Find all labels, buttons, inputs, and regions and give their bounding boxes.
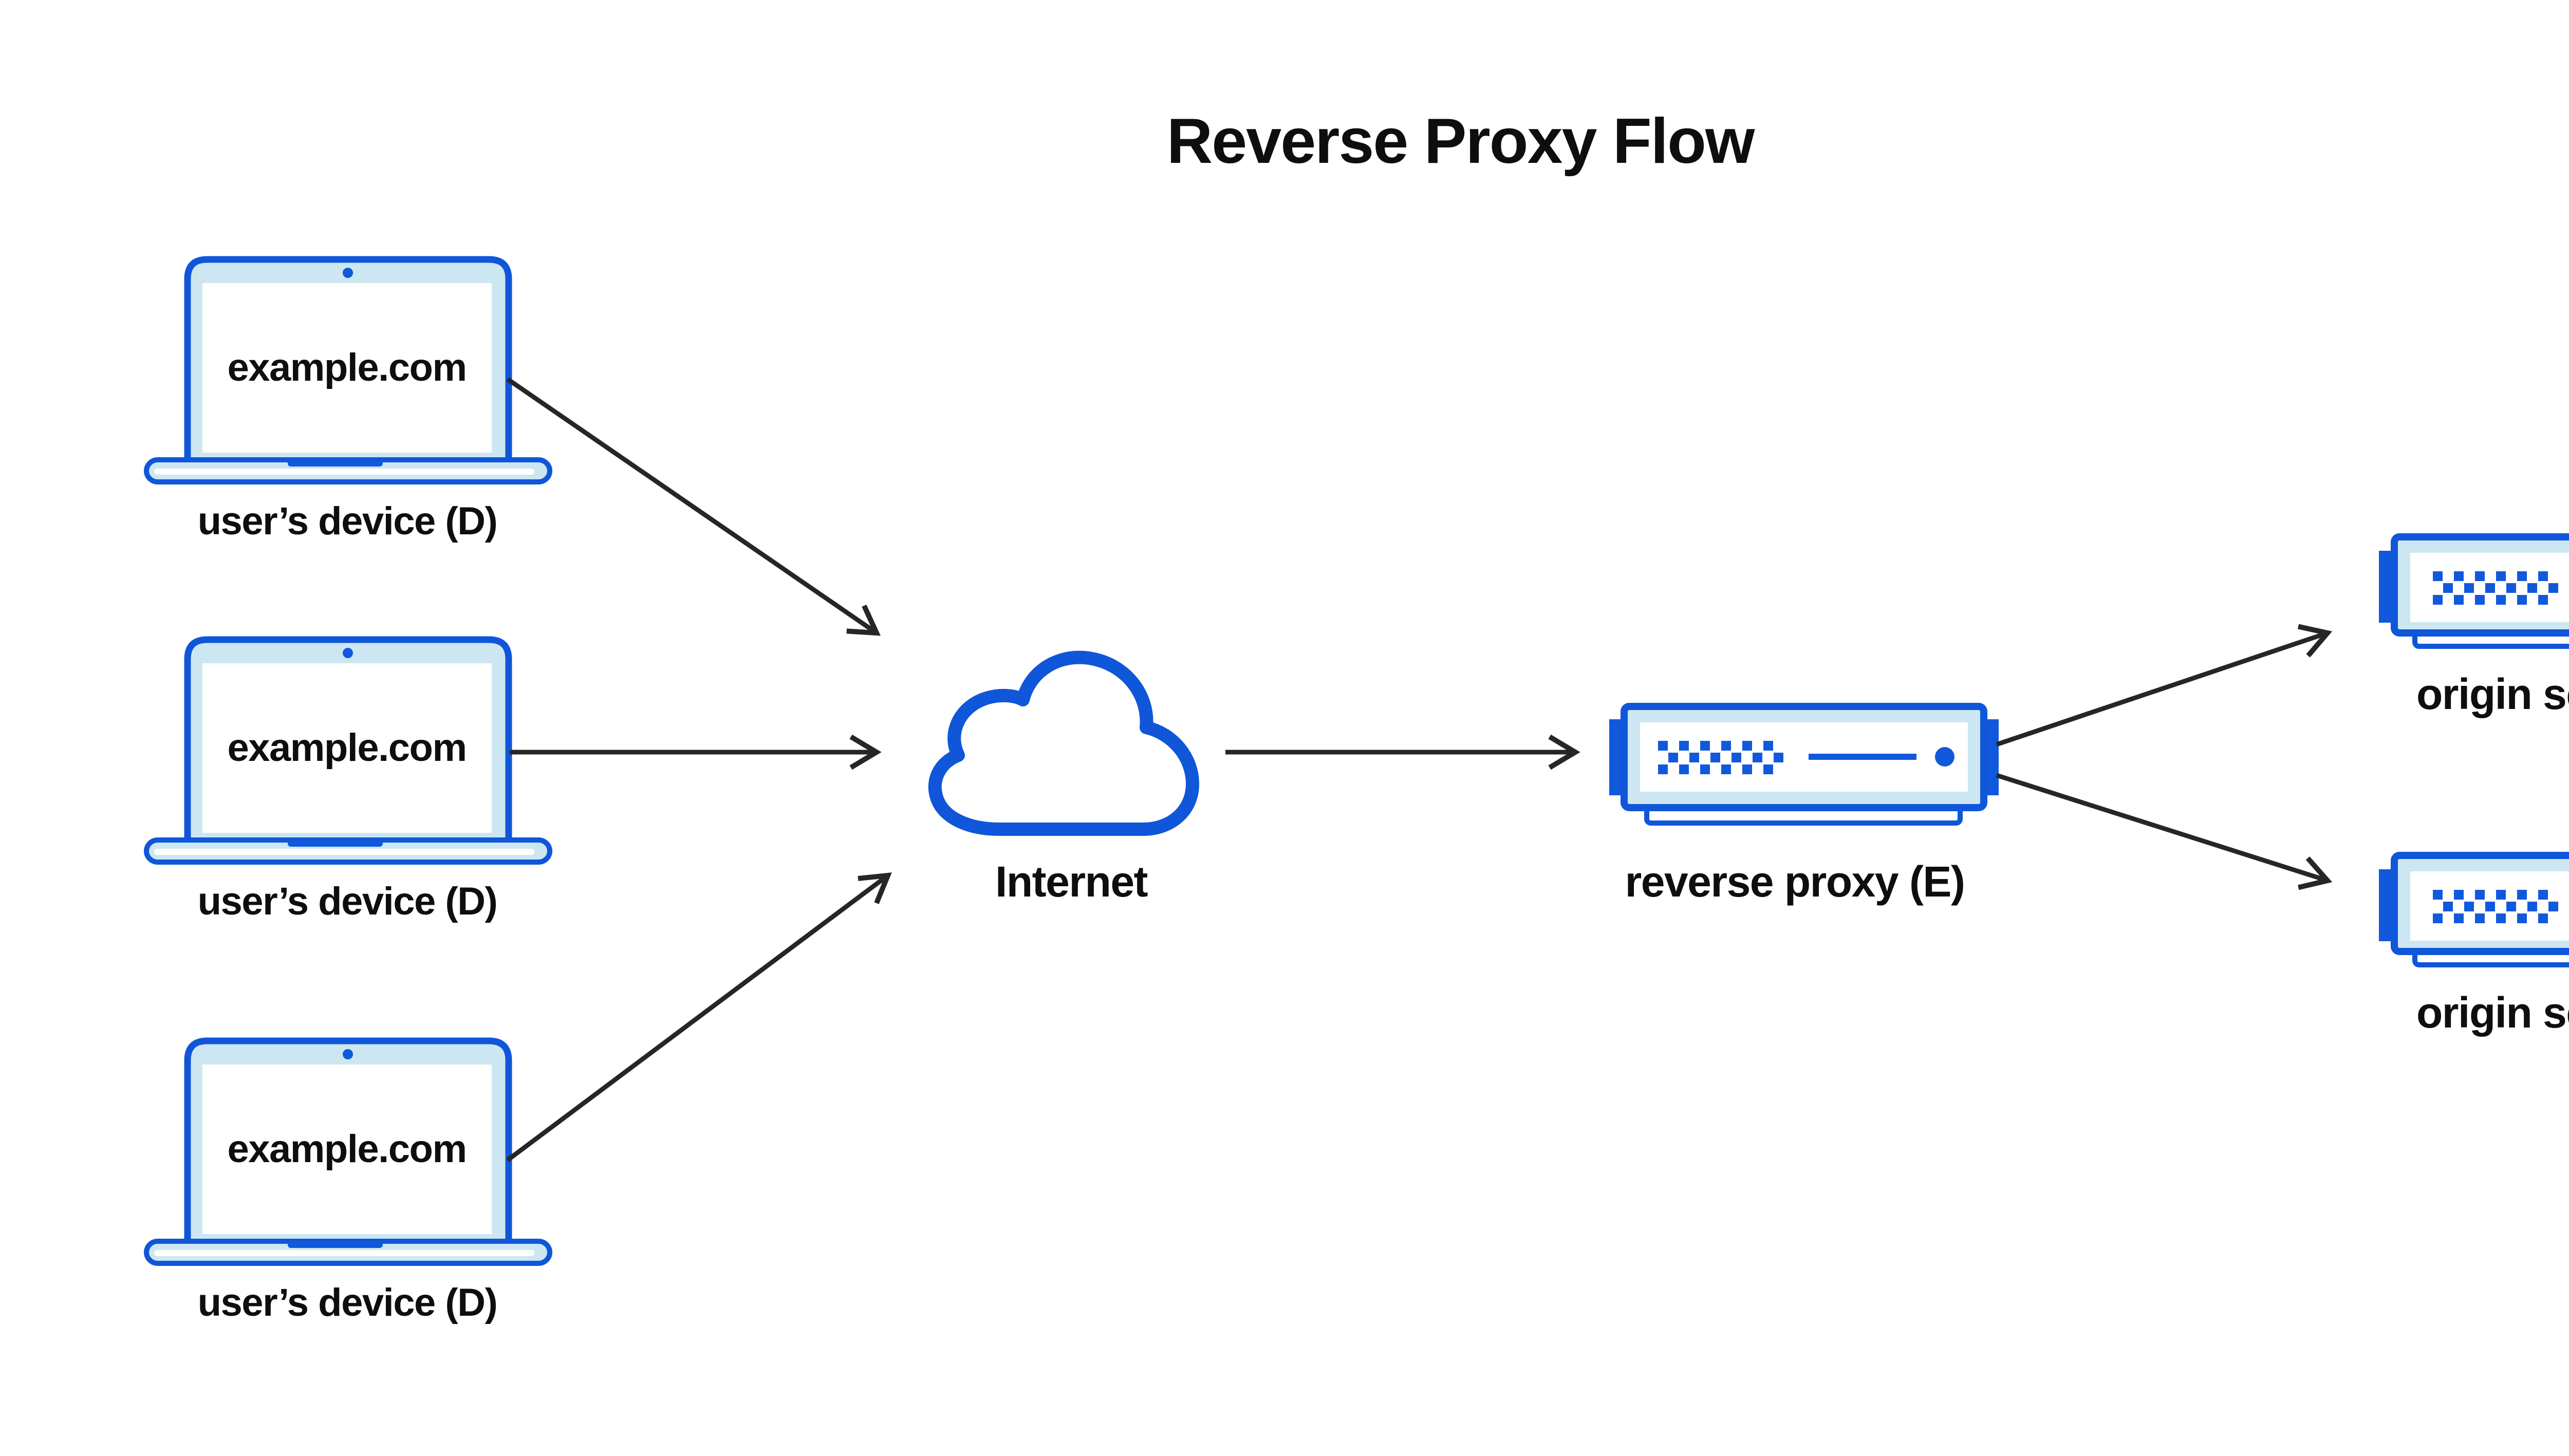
arrow-device3-to-internet	[506, 872, 892, 1162]
laptop-base-highlight	[154, 469, 534, 475]
server-vent-pattern	[2433, 890, 2558, 923]
user-device-node-1: example.com user’s device (D)	[144, 256, 552, 543]
server-vent-pattern	[2433, 571, 2558, 605]
laptop-hinge-notch	[288, 1242, 383, 1248]
flow-arrows	[506, 377, 2333, 1162]
laptop-base-highlight	[154, 1250, 534, 1256]
reverse-proxy-node: reverse proxy (E)	[1609, 703, 1999, 906]
arrow-proxy-to-origin1	[1996, 624, 2333, 747]
device-screen-url: example.com	[227, 726, 466, 770]
arrow-proxy-to-origin2	[1996, 773, 2333, 890]
camera-dot-icon	[343, 268, 353, 278]
camera-dot-icon	[343, 648, 353, 658]
origin-server-label: origin server (F)	[2416, 988, 2569, 1037]
origin-server-label: origin server (F)	[2416, 670, 2569, 718]
device-label: user’s device (D)	[198, 1281, 497, 1324]
server-led-dot	[1935, 747, 1954, 767]
laptop-base-highlight	[154, 849, 534, 855]
arrow-device1-to-internet	[506, 377, 881, 636]
cloud-icon	[928, 650, 1199, 836]
server-vent-pattern	[1658, 741, 1783, 774]
device-screen-url: example.com	[227, 1127, 466, 1171]
camera-dot-icon	[343, 1049, 353, 1059]
diagram-title: Reverse Proxy Flow	[1167, 106, 1755, 177]
server-panel	[1640, 722, 1968, 792]
laptop-hinge-notch	[288, 841, 383, 847]
laptop-screen	[202, 283, 492, 453]
origin-server-node-2: origin server (F)	[2379, 852, 2569, 1037]
internet-node: Internet	[928, 650, 1199, 906]
device-label: user’s device (D)	[198, 499, 497, 543]
laptop-screen	[202, 663, 492, 833]
origin-server-node-1: origin server (F)	[2379, 533, 2569, 718]
laptop-screen	[202, 1065, 492, 1234]
device-label: user’s device (D)	[198, 880, 497, 923]
user-device-node-3: example.com user’s device (D)	[144, 1037, 552, 1324]
device-screen-url: example.com	[227, 346, 466, 389]
reverse-proxy-label: reverse proxy (E)	[1625, 857, 1965, 906]
user-device-node-2: example.com user’s device (D)	[144, 636, 552, 923]
laptop-hinge-notch	[288, 460, 383, 466]
internet-label: Internet	[995, 857, 1148, 906]
